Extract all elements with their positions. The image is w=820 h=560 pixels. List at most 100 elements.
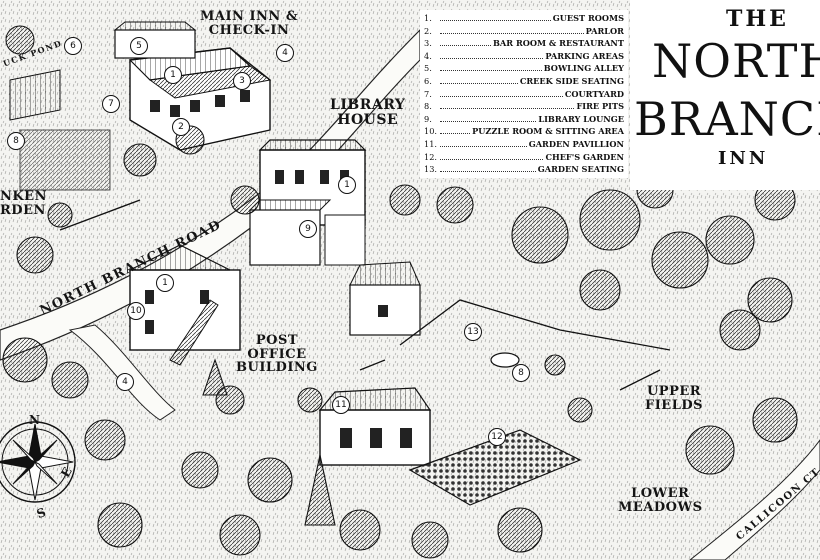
legend-name: PARLOR <box>585 25 624 36</box>
compass-north: N <box>29 413 41 427</box>
title-block: THE NORTH BRANCH INN <box>630 0 820 190</box>
legend-row: 5. BOWLING ALLEY <box>424 62 624 75</box>
legend-name: BOWLING ALLEY <box>543 63 624 74</box>
legend-dots <box>440 108 575 110</box>
legend-dots <box>440 171 536 173</box>
legend-dots <box>440 95 563 97</box>
parking-path <box>68 324 176 421</box>
legend-dots <box>440 70 542 72</box>
legend-name: CHEF'S GARDEN <box>545 151 624 162</box>
marker-fire-pits[interactable]: 8 <box>512 364 530 382</box>
legend-row: 11. GARDEN PAVILLION <box>424 138 624 151</box>
legend-row: 8. FIRE PITS <box>424 100 624 113</box>
legend-row: 12.CHEF'S GARDEN <box>424 151 624 164</box>
post-office-building <box>129 244 241 366</box>
label-lower-meadows: LOWER MEADOWS <box>618 487 702 514</box>
label-library-line2: HOUSE <box>337 111 399 128</box>
chefs-garden <box>408 429 582 506</box>
legend-name: COURTYARD <box>564 88 624 99</box>
sunken-garden <box>5 25 111 191</box>
legend-name: GARDEN PAVILLION <box>528 138 624 149</box>
legend-number: 6. <box>424 75 432 86</box>
legend-number: 8. <box>424 101 432 112</box>
legend-dots <box>440 57 544 59</box>
shed <box>349 261 421 336</box>
trees <box>2 125 798 559</box>
marker-bowling-alley[interactable]: 5 <box>130 37 148 55</box>
legend-name: LIBRARY LOUNGE <box>538 113 624 124</box>
legend-dots <box>440 120 537 122</box>
legend-row: 9. LIBRARY LOUNGE <box>424 113 624 126</box>
marker-guest-rooms-post[interactable]: 1 <box>156 274 174 292</box>
label-post-line1: POST <box>255 333 299 348</box>
legend-row: 13. GARDEN SEATING <box>424 163 624 176</box>
legend-dots <box>440 32 584 34</box>
legend-dots <box>440 82 518 84</box>
label-main-inn-line1: MAIN INN & <box>200 9 299 24</box>
label-upper-fields: UPPER FIELDS <box>645 385 703 412</box>
marker-chefs-garden[interactable]: 12 <box>488 428 506 446</box>
fences <box>59 199 671 391</box>
legend-number: 13. <box>424 164 438 175</box>
title-inn: INN <box>718 148 769 169</box>
map-legend: 1. GUEST ROOMS 2. PARLOR 3. BAR ROOM & RESTAU… <box>420 10 628 178</box>
label-sunken-line1: NKEN <box>0 189 47 204</box>
marker-garden-pavillion[interactable]: 11 <box>332 396 350 414</box>
garden-pavillion <box>318 387 432 466</box>
legend-number: 4. <box>424 50 432 61</box>
legend-number: 1. <box>424 13 432 23</box>
marker-creek-side[interactable]: 6 <box>64 37 82 55</box>
label-main-inn: MAIN INN & CHECK-IN <box>200 10 298 37</box>
marker-garden-seating[interactable]: 13 <box>464 323 482 341</box>
legend-name: PUZZLE ROOM & SITTING AREA <box>472 126 624 137</box>
label-post-line3: BUILDING <box>236 360 318 376</box>
legend-name: FIRE PITS <box>576 101 624 112</box>
marker-parking-lower[interactable]: 4 <box>116 373 134 391</box>
marker-bar-room[interactable]: 3 <box>233 72 251 90</box>
legend-number: 9. <box>424 113 432 124</box>
label-upper-line2: FIELDS <box>645 397 704 413</box>
legend-row: 7. COURTYARD <box>424 88 624 101</box>
legend-dots <box>440 145 527 147</box>
legend-dots <box>440 158 544 160</box>
callicoon-road <box>689 439 820 560</box>
legend-number: 7. <box>424 88 432 99</box>
legend-row: 1. GUEST ROOMS <box>424 12 624 25</box>
legend-number: 11. <box>424 138 438 149</box>
marker-courtyard[interactable]: 7 <box>102 95 120 113</box>
marker-parking-main[interactable]: 4 <box>276 44 294 62</box>
legend-row: 4. PARKING AREAS <box>424 50 624 63</box>
marker-parlor[interactable]: 2 <box>172 118 190 136</box>
legend-name: GUEST ROOMS <box>552 13 624 23</box>
legend-name: BAR ROOM & RESTAURANT <box>493 38 624 49</box>
label-library-house: LIBRARY HOUSE <box>330 98 405 127</box>
label-lower-line1: LOWER <box>631 486 690 501</box>
legend-number: 10. <box>424 126 438 137</box>
marker-fire-pits-garden[interactable]: 8 <box>7 132 25 150</box>
legend-row: 3. BAR ROOM & RESTAURANT <box>424 37 624 50</box>
legend-name: GARDEN SEATING <box>537 164 624 175</box>
label-lower-line2: MEADOWS <box>618 499 703 515</box>
legend-name: PARKING AREAS <box>545 50 624 61</box>
marker-library-lounge[interactable]: 9 <box>299 220 317 238</box>
marker-guest-rooms-main[interactable]: 1 <box>164 66 182 84</box>
label-sunken-garden: NKEN RDEN <box>0 190 47 217</box>
legend-row: 6. CREEK SIDE SEATING <box>424 75 624 88</box>
title-branch: BRANCH <box>634 92 820 146</box>
fire-pit <box>490 352 520 368</box>
legend-row: 2. PARLOR <box>424 25 624 38</box>
legend-number: 5. <box>424 63 432 74</box>
legend-name: CREEK SIDE SEATING <box>519 75 624 86</box>
legend-dots <box>440 20 551 21</box>
label-sunken-line2: RDEN <box>0 202 46 218</box>
label-upper-line1: UPPER <box>646 384 702 399</box>
marker-puzzle-room[interactable]: 10 <box>127 302 145 320</box>
marker-guest-rooms-library[interactable]: 1 <box>338 176 356 194</box>
label-library-line1: LIBRARY <box>330 97 406 113</box>
legend-number: 2. <box>424 25 432 36</box>
legend-dots <box>440 133 471 135</box>
label-post-line2: OFFICE <box>247 346 307 362</box>
legend-number: 3. <box>424 38 432 49</box>
compass-rose <box>0 421 76 503</box>
